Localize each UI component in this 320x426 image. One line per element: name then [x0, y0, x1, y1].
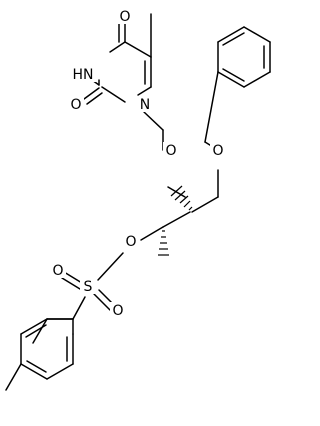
benzyl-group	[205, 26, 271, 102]
label-bg-o-left	[68, 96, 84, 112]
x6	[21, 335, 34, 358]
hash-4	[174, 190, 186, 201]
atom-labels: O HN O N O O O S O O	[50, 8, 226, 319]
hash-3	[179, 195, 189, 204]
bond-bz-4	[243, 71, 271, 88]
hash-1	[188, 206, 193, 211]
bond-c4-c5	[124, 41, 152, 58]
tolyl-ring-real	[21, 312, 73, 334]
bond-c2-o	[83, 87, 100, 100]
tr-s	[60, 312, 73, 319]
th0	[60, 312, 73, 319]
atom-hn: HN	[73, 67, 94, 83]
bond-ch3-final-b	[33, 379, 47, 404]
tolyl-hexagon	[47, 304, 73, 319]
tm-hidden	[35, 379, 47, 400]
atom-o-sulfonyl-right: O	[112, 303, 123, 319]
molecule-structure-diagram: O HN O N O O O S O O	[5, 8, 271, 405]
r0	[60, 312, 73, 319]
bond-s-o-left-double	[61, 277, 81, 290]
hashed-wedge-c2-o	[170, 185, 193, 211]
benzyl-ch2-bonds	[204, 71, 219, 198]
bond-o-c2-hidden	[138, 172, 151, 180]
tolyl-ring-final	[34, 312, 73, 319]
bond-aryl-methyl-bottom	[33, 379, 47, 403]
atom-o-ether: O	[165, 143, 176, 159]
label-bg-hn	[70, 66, 96, 82]
methyl-line-b	[32, 379, 47, 405]
bond-bz-double-1	[222, 32, 245, 46]
bond-c2-o-visible	[166, 197, 192, 212]
bond-s-o-left	[63, 271, 83, 284]
label-bg-o-bn	[210, 142, 226, 158]
tolyl-hex	[20, 312, 74, 400]
label-bg-o-mid	[163, 142, 179, 158]
label-bg-s	[80, 278, 96, 294]
tosyl-group	[32, 252, 124, 368]
bond-tolyl-ch3-b	[34, 379, 47, 402]
bond-oester-s	[97, 252, 124, 281]
bond-bz-2	[243, 26, 271, 43]
atom-o-ester: O	[125, 234, 136, 250]
bond-tol-3	[33, 343, 47, 368]
bond-c6-n1	[137, 86, 152, 96]
bond-n1-ch2	[143, 111, 164, 131]
label-bg-o-ester	[123, 233, 139, 249]
ring-upper-left	[21, 312, 34, 335]
bond-c2-o-double	[86, 92, 103, 105]
bond-n1-c2	[101, 86, 126, 103]
label-bg-so-left	[50, 262, 66, 278]
bond-o-c2	[167, 186, 186, 198]
bond-bz-5	[217, 71, 245, 88]
bond-ipso-ch2	[205, 72, 218, 105]
tol-e2	[47, 304, 73, 319]
bond-c2-c3-vis	[162, 211, 191, 228]
atom-n: N	[140, 97, 150, 113]
th5	[46, 363, 74, 380]
backbone	[140, 196, 219, 241]
label-bg-n	[137, 96, 153, 112]
hash-2	[183, 200, 191, 208]
para-methyl-bond	[5, 363, 22, 391]
bond-bn-5	[205, 72, 218, 102]
bond-n3-c4	[109, 41, 126, 53]
td2	[26, 360, 47, 373]
hex-1	[47, 304, 73, 319]
th4	[20, 363, 48, 380]
thymine-ring	[83, 13, 152, 105]
hashed-wedge-c3-methyl	[158, 230, 169, 256]
x7	[21, 312, 34, 335]
bond-phenyl-to-ch2	[204, 71, 219, 143]
label-bg-so-right	[110, 302, 126, 318]
atom-o-carbonyl-top: O	[119, 9, 130, 25]
label-bg-o-top	[117, 8, 133, 24]
atom-o-carbonyl-left: O	[70, 97, 81, 113]
tr-0	[58, 313, 73, 319]
bond-bz-1	[217, 26, 245, 43]
bond-s-o-right	[93, 293, 111, 311]
atom-s: S	[84, 279, 93, 295]
td1	[25, 324, 47, 338]
th8	[47, 319, 73, 334]
atom-o-benzyl: O	[212, 143, 223, 159]
bond-tol-2	[32, 318, 48, 344]
hash-5	[170, 185, 183, 197]
bond-s-aryl	[72, 296, 86, 320]
z	[47, 319, 73, 334]
bond-bn-4	[205, 72, 218, 102]
bond-c1-c2-visible	[191, 196, 219, 213]
atom-o-sulfonyl-left: O	[52, 263, 63, 279]
bond-bz-double-3	[222, 68, 245, 82]
x3	[60, 312, 73, 335]
th2	[20, 318, 48, 335]
bond-c3-oester	[140, 226, 164, 241]
tolyl-ring-drawn	[47, 319, 73, 342]
